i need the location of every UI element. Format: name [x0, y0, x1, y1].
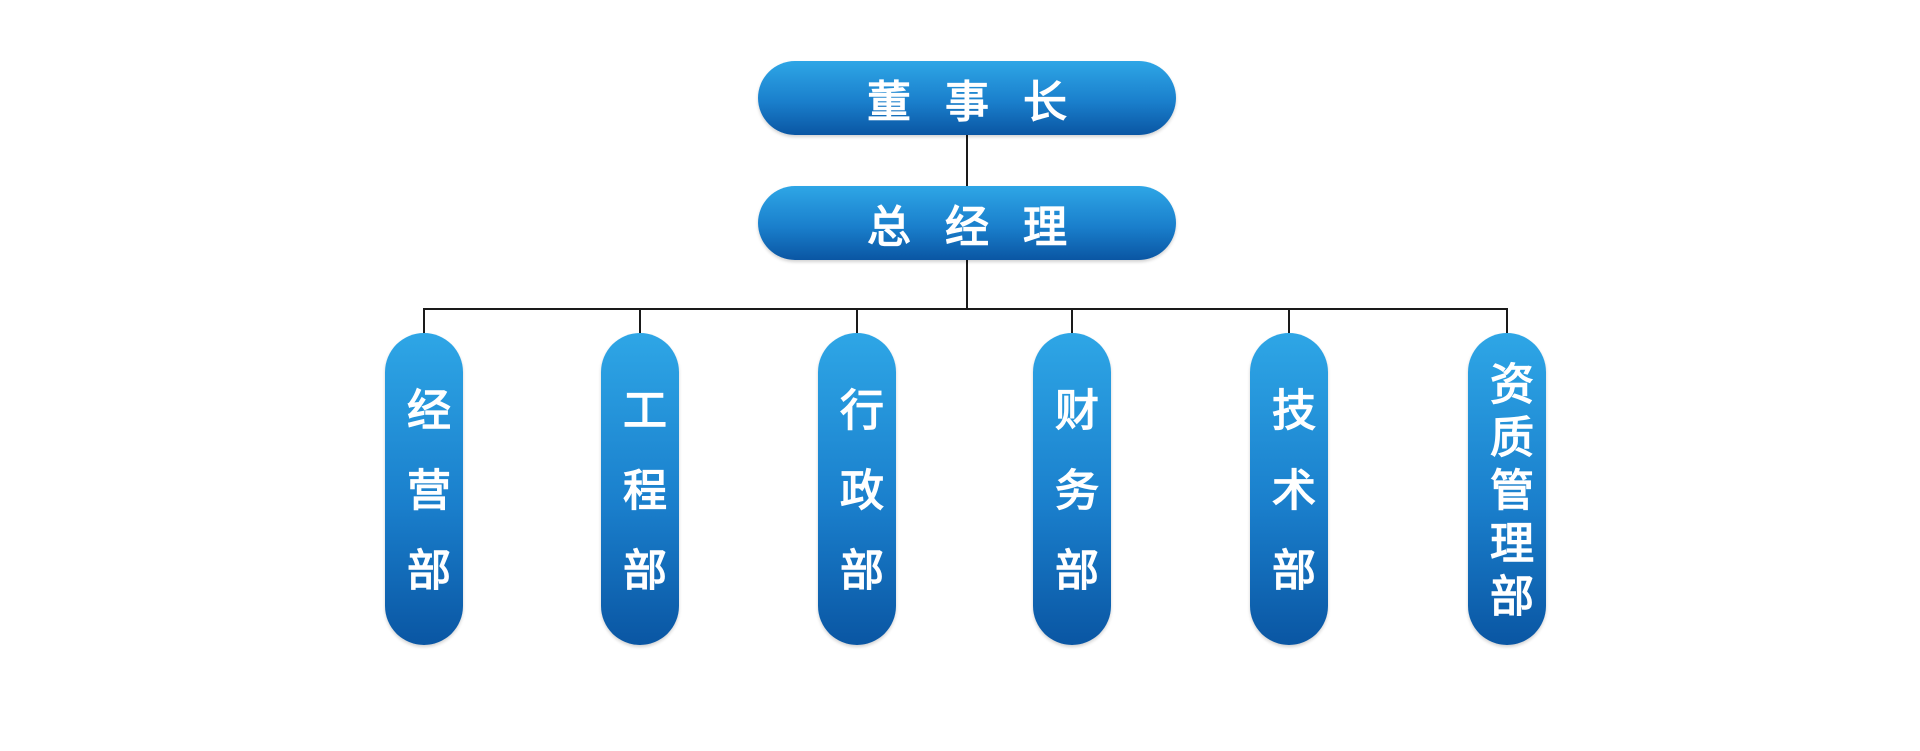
department-node-technology: 技术部 [1250, 333, 1328, 645]
department-node-finance: 财务部 [1033, 333, 1111, 645]
department-node-engineering: 工程部 [601, 333, 679, 645]
department-label: 财务部 [1047, 387, 1098, 627]
department-label: 技术部 [1264, 387, 1315, 627]
connector-gm-trunk [966, 260, 968, 309]
department-node-administration: 行政部 [818, 333, 896, 645]
chairman-label: 董事长 [867, 77, 1101, 128]
connector-drop-2 [639, 308, 641, 333]
department-label: 工程部 [615, 387, 666, 627]
general-manager-node: 总经理 [758, 186, 1176, 260]
connector-drop-6 [1506, 308, 1508, 333]
department-node-business: 经营部 [385, 333, 463, 645]
connector-drop-4 [1071, 308, 1073, 333]
connector-chairman-gm [966, 135, 968, 186]
connector-drop-3 [856, 308, 858, 333]
chairman-node: 董事长 [758, 61, 1176, 135]
department-label: 行政部 [832, 387, 883, 627]
department-label: 经营部 [399, 387, 450, 627]
connector-horizontal-bar [423, 308, 1508, 310]
department-label: 资质管理部 [1482, 361, 1533, 626]
general-manager-label: 总经理 [867, 202, 1101, 253]
department-node-qualification-management: 资质管理部 [1468, 333, 1546, 645]
connector-drop-5 [1288, 308, 1290, 333]
connector-drop-1 [423, 308, 425, 333]
